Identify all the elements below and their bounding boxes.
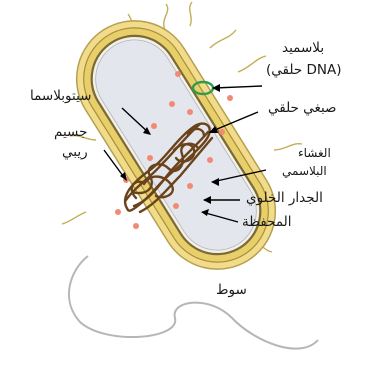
label-capsule: المحفظة (242, 214, 292, 231)
label-cytoplasm: سيتوبلاسما (30, 88, 91, 105)
label-chromosome: صبغي حلقي (268, 100, 337, 117)
label-membrane-line2: البلاسمي (282, 164, 327, 179)
label-plasmid-sub: (DNA حلقي) (266, 62, 341, 79)
label-plasmid: بلاسميد (282, 40, 324, 57)
label-ribosome-line1: جسيم (54, 124, 87, 141)
flagellum (69, 256, 318, 349)
label-flagellum: سوط (216, 282, 247, 299)
label-membrane-line1: الغشاء (298, 146, 331, 161)
label-ribosome-line2: ريبي (62, 144, 88, 161)
label-cell-wall: الجدار الخلوي (246, 190, 323, 207)
pointer-plasmid (214, 86, 262, 88)
